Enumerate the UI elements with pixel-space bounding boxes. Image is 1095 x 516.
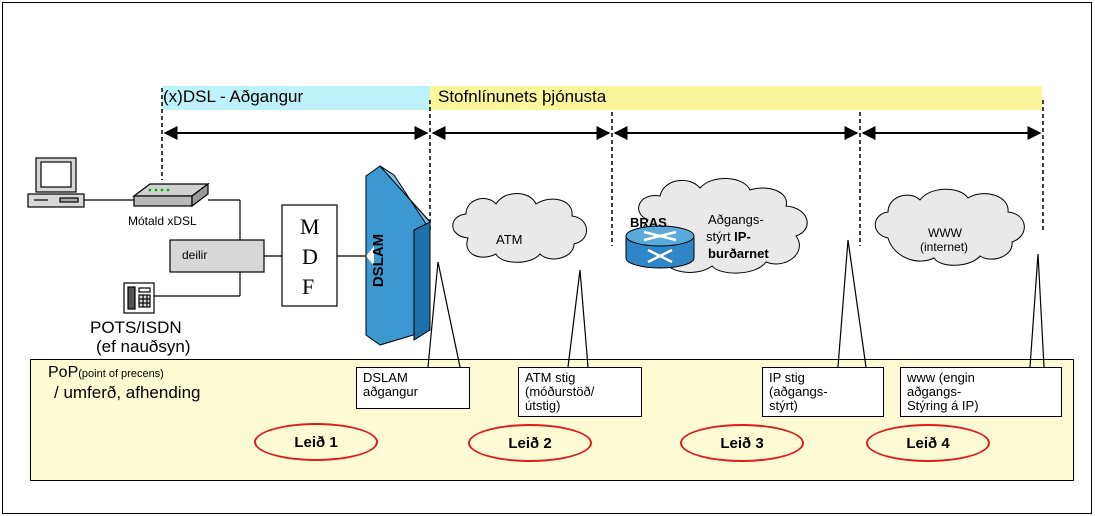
modem-label: Mótald xDSL [128,214,197,228]
level-label-ip: IP stig (aðgangs- stýrt) [762,367,884,417]
www-cloud-line1: WWW [928,226,962,240]
callout-lines [427,239,1045,368]
www-cloud-line2: (internet) [920,240,969,254]
level-label-atm: ATM stig (móðurstöð/ útstig) [518,367,642,417]
ip-cloud-line2: stýrt IP- [706,229,751,244]
www-cloud [874,188,1025,266]
mdf-letter-f: F [302,274,315,299]
backbone-service-label: Stofnlínunets þjónusta [438,87,607,106]
route-leid-4: Leið 4 [866,424,990,462]
modem-icon [132,182,210,208]
pop-title-main: PoP [48,364,79,381]
pop-title-small: (point of precens) [78,368,164,380]
atm-cloud [452,193,587,263]
pop-title: PoP(point of precens) [48,364,164,382]
route-leid-3: Leið 3 [680,424,804,462]
ip-cloud-line2-a: stýrt [706,229,735,244]
backbone-band [430,86,1042,110]
level-label-www: www (engin aðgangs- Stýring á IP) [900,367,1062,417]
phone-label: POTS/ISDN [90,318,182,337]
wiring [84,199,366,297]
mdf-box [281,204,338,307]
dsl-access-label: (x)DSL - Aðgangur [163,87,304,106]
splitter-box [169,239,265,273]
level-label-dslam: DSLAM aðgangur [356,367,470,409]
phone-icon [123,282,155,314]
phone-note-label: (ef nauðsyn) [96,337,191,356]
ip-cloud-line2-b: IP- [734,229,751,244]
pop-subtitle: / umferð, afhending [54,383,201,402]
atm-cloud-label: ATM [496,232,523,247]
bras-router-icon [625,225,695,269]
mdf-letter-d: D [302,244,318,269]
ip-cloud-line1: Aðgangs- [708,212,764,227]
segment-dividers [161,88,1044,246]
dsl-access-band [162,86,430,110]
ip-cloud-line3: burðarnet [708,246,769,261]
mdf-letter-m: M [300,214,320,239]
route-leid-1: Leið 1 [254,423,378,461]
route-leid-2: Leið 2 [468,424,592,462]
splitter-label: deilir [182,248,208,262]
computer-icon [27,157,85,208]
dslam-icon [365,165,431,346]
dslam-label: DSLAM [370,233,388,288]
bras-label: BRAS [630,215,667,230]
